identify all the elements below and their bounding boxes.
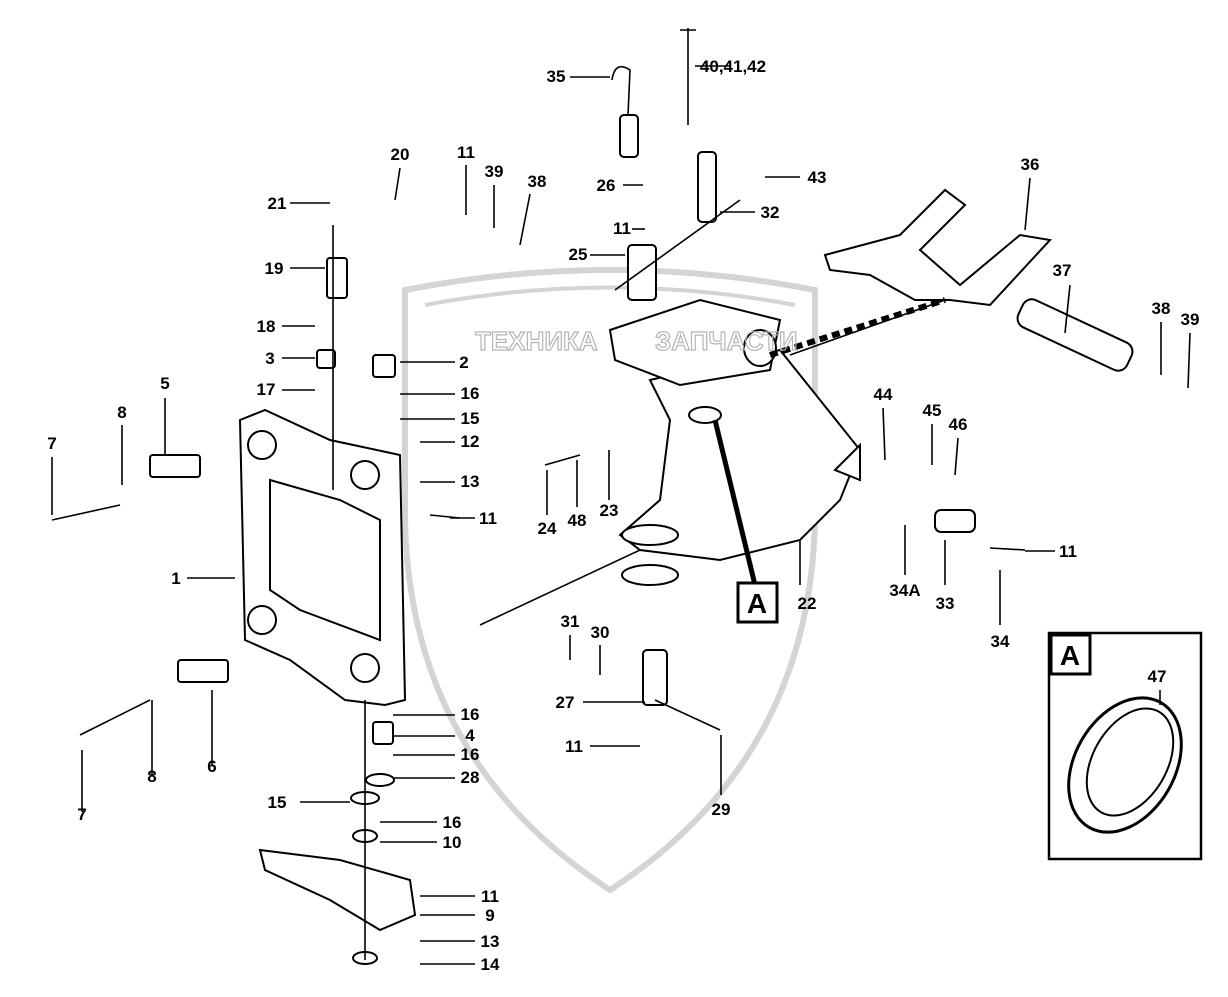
callout-label: 8 [117, 403, 126, 422]
callout-label: 39 [1181, 310, 1200, 329]
callout-label: 20 [391, 145, 410, 164]
watermark-text-right: ЗАПЧАСТИ [655, 326, 798, 356]
callout-label: 35 [547, 67, 566, 86]
callout-label: 7 [47, 434, 56, 453]
callout-label: 44 [874, 385, 893, 404]
callout-label: 43 [808, 168, 827, 187]
callout-label: 13 [461, 472, 480, 491]
callout-label: 6 [207, 757, 216, 776]
callout-label: 23 [600, 501, 619, 520]
callout-label: 26 [597, 176, 616, 195]
callout-label: 8 [147, 767, 156, 786]
callout-label: 16 [461, 705, 480, 724]
callout-label: 36 [1021, 155, 1040, 174]
leader-line [1187, 332, 1191, 389]
callout-label: 16 [461, 384, 480, 403]
callout-label: 11 [479, 509, 497, 528]
leader-line [1024, 177, 1031, 231]
callout-label: 24 [538, 519, 557, 538]
callout-label: 22 [798, 594, 817, 613]
callout-label: 7 [77, 805, 86, 824]
callout-label: 29 [712, 800, 731, 819]
leader-line [954, 437, 959, 476]
callout-label: 15 [268, 793, 287, 812]
callout-label: 16 [443, 813, 462, 832]
callout-label: 11 [613, 219, 631, 238]
callout-label: 25 [569, 245, 588, 264]
frame-part [238, 408, 407, 707]
callout-label: 28 [461, 768, 480, 787]
callout-label: 21 [268, 194, 287, 213]
callout-label: 5 [160, 374, 169, 393]
leader-line [882, 407, 886, 461]
lever-part [823, 188, 1052, 307]
callout-label: 34 [991, 632, 1010, 651]
callout-label: 38 [528, 172, 547, 191]
callout-label: 15 [461, 409, 480, 428]
callout-label: 33 [936, 594, 955, 613]
callout-label: 17 [257, 380, 276, 399]
callout-label: 11 [1059, 542, 1077, 561]
leader-line [1064, 284, 1071, 334]
watermark-text-left: ТЕХНИКА [475, 326, 598, 356]
leader-line [519, 193, 531, 246]
watermark-shield [402, 267, 818, 894]
callout-label: 11 [457, 143, 475, 162]
callout-label: 46 [949, 415, 968, 434]
callout-label: 12 [461, 432, 480, 451]
callout-label: 13 [481, 932, 500, 951]
callout-label: 11 [481, 887, 499, 906]
callout-label: 2 [459, 353, 468, 372]
callout-label: 16 [461, 745, 480, 764]
callout-label: 38 [1152, 299, 1171, 318]
callout-label: 40,41,42 [700, 57, 766, 76]
inset-part-label: 47 [1148, 667, 1167, 686]
swing-arm-part [608, 298, 862, 586]
leader-lines [51, 65, 1191, 965]
callout-label: 4 [465, 726, 475, 745]
callout-label: 14 [481, 955, 500, 974]
detail-inset: A 47 [1047, 631, 1203, 861]
callout-label: 19 [265, 259, 284, 278]
callout-label: 34A [889, 581, 920, 600]
callout-label: 37 [1053, 261, 1072, 280]
leader-line [394, 167, 401, 201]
callout-label: 10 [443, 833, 462, 852]
inset-title: A [1060, 640, 1080, 671]
callout-label: 1 [171, 569, 180, 588]
detail-marker-label: A [747, 588, 767, 619]
callout-label: 11 [565, 737, 583, 756]
small-parts [51, 28, 1134, 965]
watermark: ТЕХНИКА ЗАПЧАСТИ [474, 325, 798, 356]
callout-label: 32 [761, 203, 780, 222]
callout-label: 39 [485, 162, 504, 181]
callout-label: 31 [561, 612, 580, 631]
callout-label: 3 [265, 349, 274, 368]
callout-label: 30 [591, 623, 610, 642]
callout-label: 45 [923, 401, 942, 420]
callout-label: 27 [556, 693, 575, 712]
callout-label: 48 [568, 511, 587, 530]
callout-label: 18 [257, 317, 276, 336]
callout-label: 9 [485, 906, 494, 925]
detail-marker-box [736, 581, 779, 624]
